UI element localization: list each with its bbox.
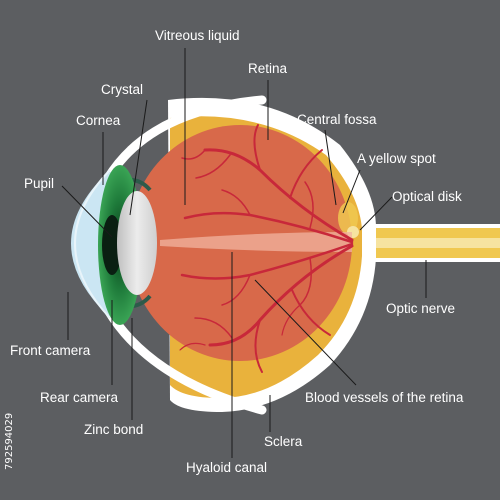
optic-nerve-core bbox=[340, 238, 500, 248]
label-rear-camera: Rear camera bbox=[40, 390, 119, 405]
label-vitreous: Vitreous liquid bbox=[155, 28, 240, 43]
optic-nerve-upper-edge bbox=[340, 224, 500, 228]
label-optic-nerve: Optic nerve bbox=[386, 301, 455, 316]
stock-id: 792594029 bbox=[4, 413, 15, 470]
label-yellow-spot: A yellow spot bbox=[357, 151, 436, 166]
optic-nerve-lower-edge bbox=[340, 258, 500, 262]
retina-blood-vessels bbox=[179, 124, 354, 373]
label-pupil: Pupil bbox=[24, 176, 54, 191]
sclera-upper-arc bbox=[103, 95, 267, 183]
label-crystal: Crystal bbox=[101, 82, 143, 97]
leader-lines bbox=[61, 48, 427, 458]
label-optical-disk: Optical disk bbox=[392, 189, 462, 204]
label-blood-vessels: Blood vessels of the retina bbox=[305, 390, 464, 405]
label-front-camera: Front camera bbox=[10, 343, 91, 358]
labels: Vitreous liquid Retina Crystal Cornea Ce… bbox=[10, 28, 464, 475]
label-hyaloid: Hyaloid canal bbox=[186, 460, 267, 475]
label-retina: Retina bbox=[248, 61, 288, 76]
lens bbox=[117, 191, 157, 295]
hyaloid-canal-shape bbox=[160, 232, 352, 252]
sclera-lower-arc bbox=[103, 305, 267, 415]
cornea-edge bbox=[74, 169, 111, 319]
label-sclera: Sclera bbox=[264, 434, 303, 449]
pupil-opening bbox=[102, 215, 122, 275]
label-zinc-bond: Zinc bond bbox=[84, 422, 143, 437]
label-cornea: Cornea bbox=[76, 113, 121, 128]
label-central-fossa: Central fossa bbox=[297, 112, 377, 127]
